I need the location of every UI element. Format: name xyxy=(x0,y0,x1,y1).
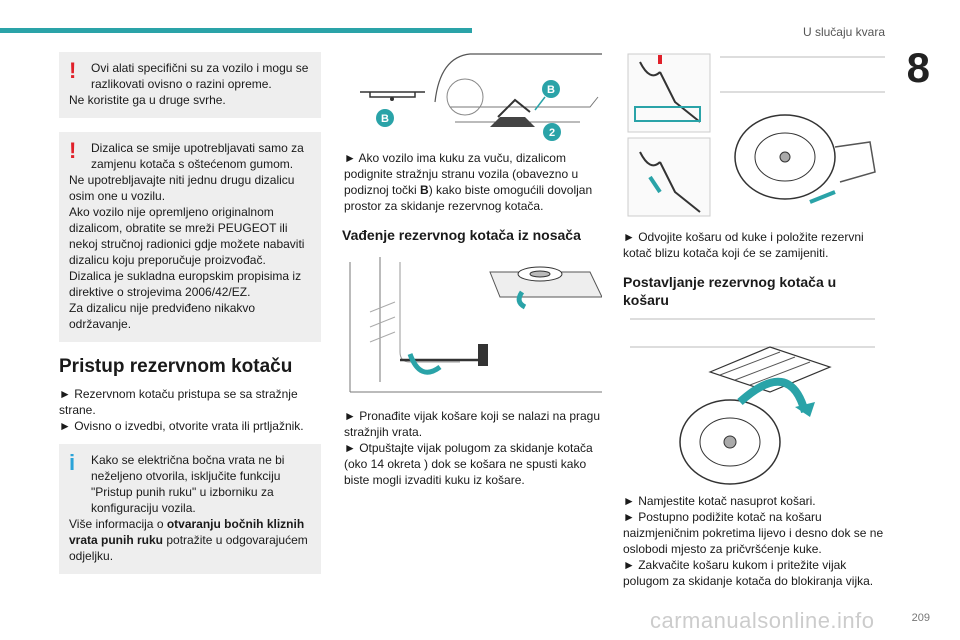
figure-jack-lift-point: B B 2 xyxy=(340,52,602,142)
page-number: 209 xyxy=(911,612,930,624)
section-title: U slučaju kvara xyxy=(802,25,885,39)
step-text: ► Otpuštajte vijak polugom za skidanje k… xyxy=(344,441,593,487)
basket-hook-illustration xyxy=(627,53,885,217)
step-text: ► Ovisno o izvedbi, otvorite vrata ili p… xyxy=(59,419,304,433)
section-heading: Postavljanje rezervnog kotača u košaru xyxy=(623,274,837,308)
figure-spare-wheel-bolt xyxy=(340,252,602,400)
warning-text: Ovi alati specifični su za vozilo i mogu… xyxy=(91,61,309,91)
warning-text: Ako vozilo nije opremljeno originalnom d… xyxy=(69,205,305,267)
left-column: ! Ovi alati specifični su za vozilo i mo… xyxy=(59,52,321,588)
info-icon: i xyxy=(69,450,76,475)
info-text: Više informacija o otvaranju bočnih kliz… xyxy=(69,517,308,563)
watermark: carmanualsonline.info xyxy=(650,608,875,633)
figure-wheel-into-basket xyxy=(620,317,885,487)
jack-illustration: B B 2 xyxy=(360,53,602,141)
chapter-number: 8 xyxy=(906,44,930,91)
warning-icon: ! xyxy=(69,138,77,163)
warning-text: Ne upotrebljavajte niti jednu drugu diza… xyxy=(69,173,295,203)
step-text: ► Namjestite kotač nasuprot košari. xyxy=(623,494,816,508)
callout-label-b2: B xyxy=(547,84,555,96)
spare-wheel-bolt-illustration xyxy=(349,257,602,393)
wheel-into-basket-illustration xyxy=(630,318,875,485)
info-box: i Kako se električna bočna vrata ne bi n… xyxy=(59,444,321,574)
header-accent-bar xyxy=(0,28,472,33)
right-column: ► Odvojite košaru od kuke i položite rez… xyxy=(620,52,885,589)
callout-label-b: B xyxy=(381,113,389,125)
step-text: ► Pronađite vijak košare koji se nalazi … xyxy=(344,409,601,439)
step-text: ► Zakvačite košaru kukom i pritežite vij… xyxy=(623,558,874,588)
warning-text: Za dizalicu nije predviđeno nikakvo održ… xyxy=(69,301,256,331)
callout-label-2: 2 xyxy=(549,127,555,139)
step-text: ► Odvojite košaru od kuke i položite rez… xyxy=(623,230,864,260)
warning-box-tools: ! Ovi alati specifični su za vozilo i mo… xyxy=(59,52,321,118)
info-text: Kako se električna bočna vrata ne bi než… xyxy=(91,453,285,515)
instruction-text: ► Ako vozilo ima kuku za vuču, dizalicom… xyxy=(344,151,593,213)
warning-text: Dizalica je sukladna europskim propisima… xyxy=(69,269,302,299)
figure-basket-hook xyxy=(620,52,885,217)
warning-box-jack: ! Dizalica se smije upotrebljavati samo … xyxy=(59,132,321,342)
middle-column: B B 2 ► Ako vozilo ima kuku za vuču, diz… xyxy=(340,52,602,488)
warning-icon: ! xyxy=(69,58,77,83)
section-heading: Vađenje rezervnog kotača iz nosača xyxy=(342,227,581,243)
warning-text: Dizalica se smije upotrebljavati samo za… xyxy=(91,141,304,171)
step-text: ► Rezervnom kotaču pristupa se sa stražn… xyxy=(59,387,298,417)
section-heading: Pristup rezervnom kotaču xyxy=(59,356,293,377)
step-text: ► Postupno podižite kotač na košaru naiz… xyxy=(623,510,884,556)
warning-text: Ne koristite ga u druge svrhe. xyxy=(69,93,226,107)
